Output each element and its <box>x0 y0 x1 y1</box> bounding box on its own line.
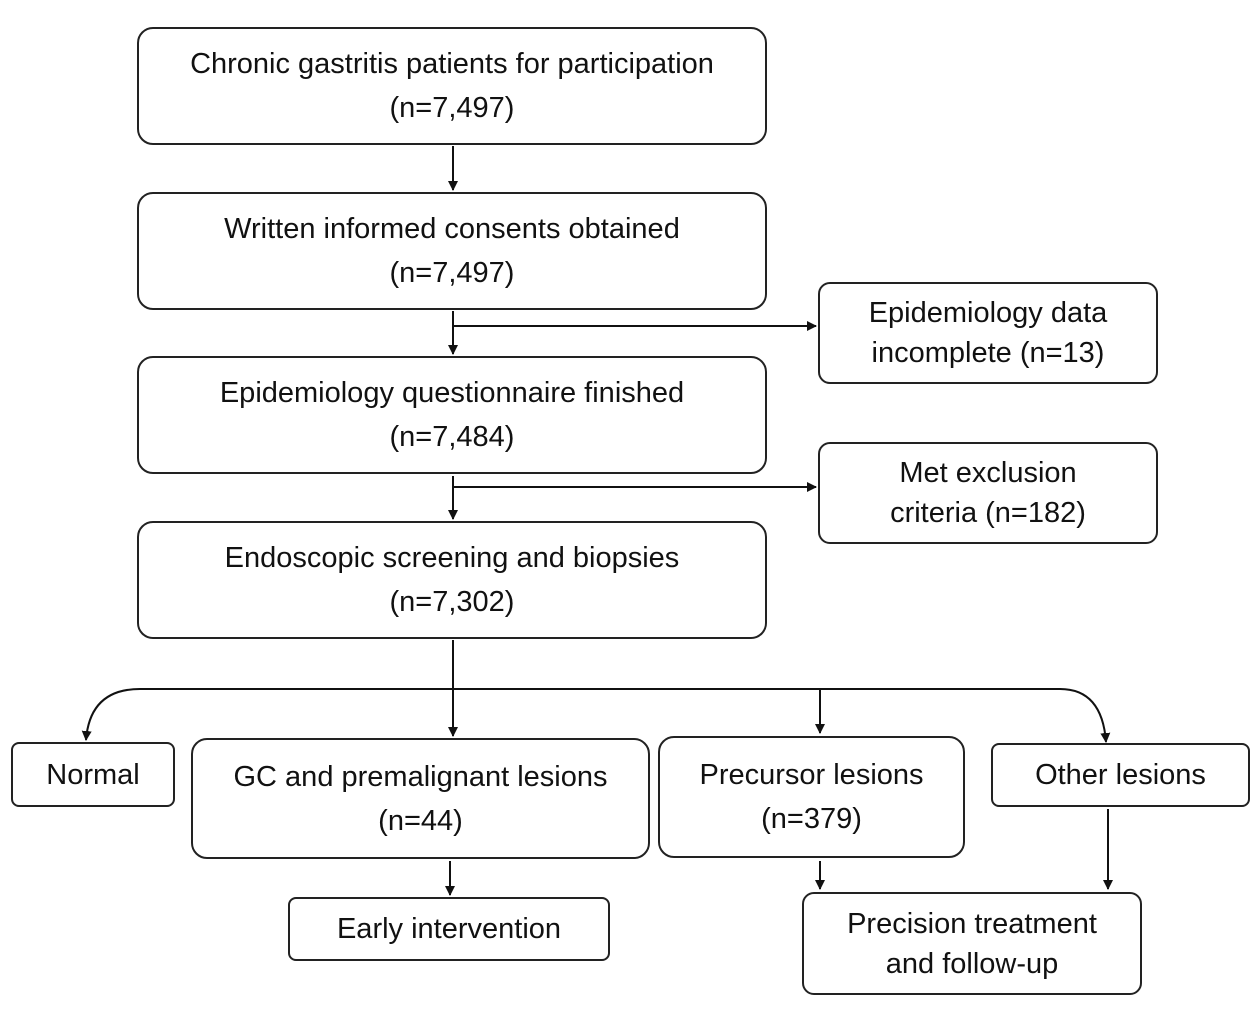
node-precision-line1: Precision treatment <box>847 907 1097 940</box>
node-participation: Chronic gastritis patients for participa… <box>137 27 767 145</box>
node-questionnaire-line1: Epidemiology questionnaire finished <box>219 377 685 409</box>
node-early-line1: Early intervention <box>336 913 562 945</box>
node-questionnaire: Epidemiology questionnaire finished (n=7… <box>137 356 767 474</box>
node-precursor: Precursor lesions (n=379) <box>658 736 965 858</box>
node-early: Early intervention <box>288 897 610 961</box>
node-precursor-line2: (n=379) <box>761 803 862 835</box>
node-epi-incomplete: Epidemiology data incomplete (n=13) <box>818 282 1158 384</box>
arrow-screening-to-other <box>1059 688 1111 743</box>
node-participation-line2: (n=7,497) <box>389 92 515 124</box>
node-gc-line2: (n=44) <box>378 804 463 837</box>
node-exclusion-line1: Met exclusion <box>899 457 1077 489</box>
node-gc: GC and premalignant lesions (n=44) <box>191 738 650 859</box>
node-precursor-line1: Precursor lesions <box>699 759 924 791</box>
node-questionnaire-line2: (n=7,484) <box>389 421 515 453</box>
node-normal: Normal <box>11 742 175 807</box>
node-screening-line1: Endoscopic screening and biopsies <box>224 542 680 574</box>
node-other: Other lesions <box>991 743 1250 807</box>
node-other-line1: Other lesions <box>1035 759 1206 791</box>
node-exclusion: Met exclusion criteria (n=182) <box>818 442 1158 544</box>
node-exclusion-line2: criteria (n=182) <box>890 497 1086 529</box>
node-gc-line1: GC and premalignant lesions <box>233 760 608 793</box>
node-consent: Written informed consents obtained (n=7,… <box>137 192 767 310</box>
arrow-screening-to-normal <box>81 688 141 741</box>
node-epi-incomplete-line1: Epidemiology data <box>868 297 1108 329</box>
node-screening: Endoscopic screening and biopsies (n=7,3… <box>137 521 767 639</box>
node-epi-incomplete-line2: incomplete (n=13) <box>871 337 1105 369</box>
node-participation-line1: Chronic gastritis patients for participa… <box>190 48 714 80</box>
node-precision-line2: and follow-up <box>885 947 1059 980</box>
node-consent-line1: Written informed consents obtained <box>224 213 680 245</box>
node-screening-line2: (n=7,302) <box>389 586 515 618</box>
node-normal-line1: Normal <box>46 758 140 791</box>
node-precision: Precision treatment and follow-up <box>802 892 1142 995</box>
node-consent-line2: (n=7,497) <box>389 257 515 289</box>
